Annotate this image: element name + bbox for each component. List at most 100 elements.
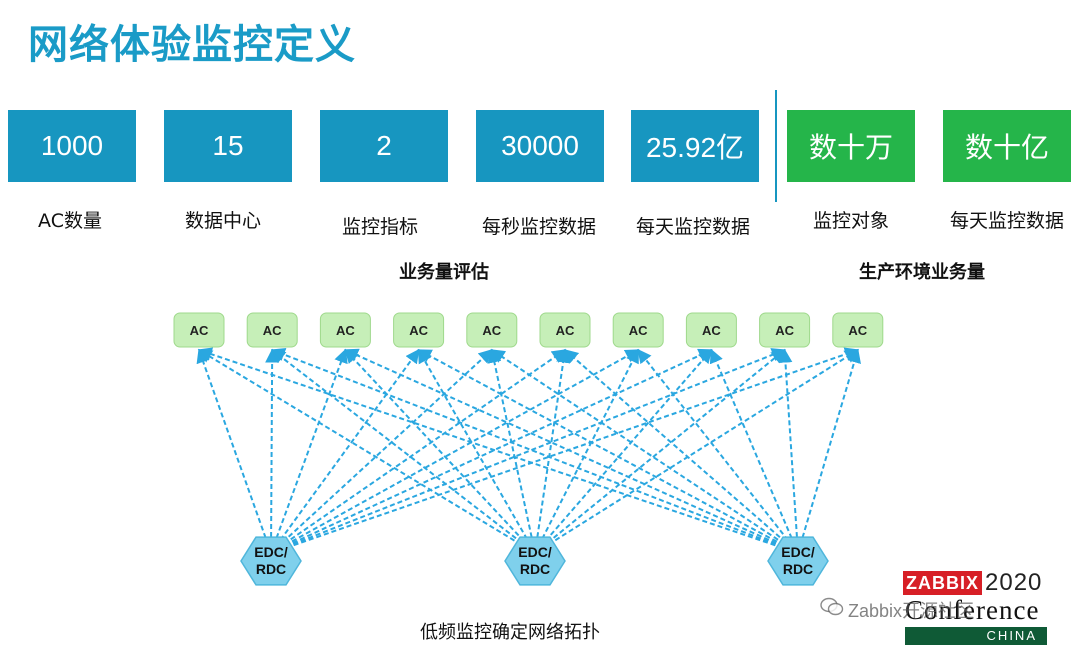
- watermark-text: Zabbix开源社区: [848, 601, 975, 621]
- ac-node: AC: [539, 312, 591, 348]
- zabbix-conference-logo: ZABBIX 2020 Conference CHINA: [903, 569, 1053, 646]
- metric-box-datacenters: 15: [164, 110, 292, 182]
- ac-node: AC: [759, 312, 811, 348]
- diagram-caption: 低频监控确定网络拓扑: [420, 622, 600, 643]
- ac-node: AC: [246, 312, 298, 348]
- topology-link: [797, 348, 861, 554]
- topology-link: [196, 348, 272, 554]
- ac-node: AC: [393, 312, 445, 348]
- topology-link: [534, 348, 640, 554]
- topology-link: [417, 349, 799, 554]
- topology-link: [487, 348, 536, 554]
- topology-links: [196, 347, 861, 554]
- metric-label-datacenters: 数据中心: [184, 210, 261, 232]
- ac-node: AC: [685, 312, 737, 348]
- dc-node-hexagon: [240, 536, 302, 586]
- ac-node-label: AC: [556, 323, 575, 338]
- topology-link: [709, 348, 799, 554]
- ac-node: AC: [173, 312, 225, 348]
- wechat-icon: [820, 597, 844, 616]
- topology-link: [270, 349, 493, 554]
- metric-label-ac-count: AC数量: [38, 210, 102, 232]
- metric-label-indicators: 监控指标: [341, 216, 418, 238]
- topology-link: [270, 348, 786, 554]
- logo-region: CHINA: [905, 627, 1047, 645]
- metric-label-per-second: 每秒监控数据: [481, 216, 596, 238]
- ac-node: AC: [612, 312, 664, 348]
- ac-node-box: [173, 312, 225, 348]
- ac-node: AC: [319, 312, 371, 348]
- ac-node-label: AC: [409, 323, 428, 338]
- group-label-business: 业务量评估: [399, 262, 489, 283]
- ac-node-box: [832, 312, 884, 348]
- metric-label-per-day: 每天监控数据: [635, 216, 750, 238]
- topology-link: [270, 348, 348, 554]
- dc-node: EDC/RDC: [240, 536, 302, 586]
- ac-node-box: [539, 312, 591, 348]
- dc-node-label: RDC: [520, 561, 550, 577]
- logo-brand: ZABBIX: [903, 571, 982, 595]
- metric-value: 数十万: [808, 132, 893, 163]
- topology-link: [197, 349, 536, 554]
- topology-link: [270, 348, 713, 554]
- ac-node-box: [685, 312, 737, 348]
- topology-link: [490, 349, 799, 554]
- dc-node-label: EDC/: [254, 544, 288, 560]
- topology-link: [270, 349, 567, 554]
- topology-link: [417, 348, 536, 554]
- ac-node-label: AC: [190, 323, 209, 338]
- topology-link: [270, 349, 640, 554]
- section-divider: [775, 90, 777, 202]
- topology-link: [270, 347, 860, 554]
- ac-node-label: AC: [775, 323, 794, 338]
- group-label-production: 生产环境业务量: [859, 262, 985, 283]
- dc-node-label: RDC: [256, 561, 286, 577]
- ac-node-box: [612, 312, 664, 348]
- ac-node-box: [393, 312, 445, 348]
- ac-node-label: AC: [848, 323, 867, 338]
- topology-link: [637, 348, 799, 554]
- dc-node-hexagon: [504, 536, 566, 586]
- metric-value: 2: [376, 130, 392, 161]
- metric-value: 15: [212, 130, 244, 161]
- topology-link: [270, 348, 799, 554]
- topology-link: [344, 348, 536, 554]
- dc-node-hexagon: [767, 536, 829, 586]
- topology-link: [344, 348, 799, 554]
- metric-value: 25.92亿: [645, 132, 745, 163]
- topology-link: [197, 347, 799, 554]
- metric-value: 30000: [501, 130, 579, 161]
- ac-nodes: AC AC AC AC AC AC AC AC AC AC: [173, 312, 884, 348]
- topology-link: [563, 349, 799, 554]
- ac-node-label: AC: [702, 323, 721, 338]
- dc-node: EDC/RDC: [767, 536, 829, 586]
- page-title: 网络体验监控定义: [28, 22, 356, 68]
- logo-word: Conference: [905, 595, 1040, 625]
- dc-node-label: EDC/: [781, 544, 815, 560]
- topology-link: [534, 348, 571, 554]
- metric-box-per-day: 25.92亿: [631, 110, 759, 182]
- metric-box-indicators: 2: [320, 110, 448, 182]
- metric-label-prod-per-day: 每天监控数据: [949, 210, 1064, 232]
- topology-link: [534, 349, 786, 554]
- ac-node: AC: [466, 312, 518, 348]
- topology-link: [271, 349, 536, 554]
- ac-node-label: AC: [336, 323, 355, 338]
- topology-link: [265, 348, 280, 554]
- metric-box-prod-per-day: 数十亿: [943, 110, 1071, 182]
- ac-node-label: AC: [482, 323, 501, 338]
- metric-value: 1000: [40, 130, 104, 161]
- dc-node-label: EDC/: [518, 544, 552, 560]
- topology-link: [270, 348, 420, 554]
- ac-node-box: [466, 312, 518, 348]
- ac-node-box: [319, 312, 371, 348]
- dc-node: EDC/RDC: [504, 536, 566, 586]
- topology-link: [778, 348, 799, 554]
- dc-node-label: RDC: [783, 561, 813, 577]
- logo-year: 2020: [985, 569, 1043, 596]
- ac-node: AC: [832, 312, 884, 348]
- ac-node-box: [246, 312, 298, 348]
- metric-box-per-second: 30000: [476, 110, 604, 182]
